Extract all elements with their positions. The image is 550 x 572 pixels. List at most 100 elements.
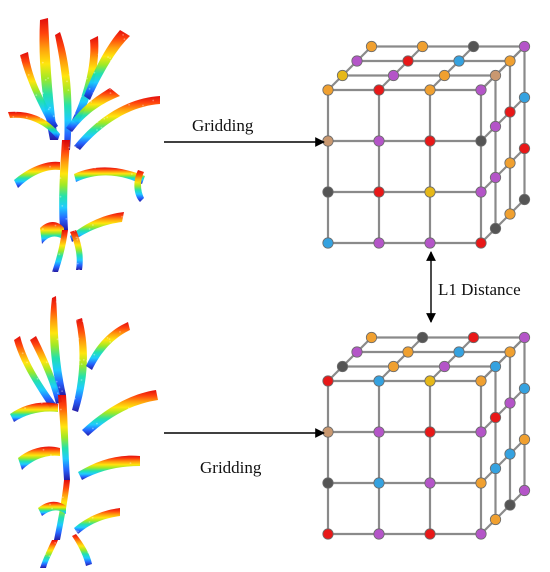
grid-node	[518, 193, 531, 206]
grid-node	[424, 528, 436, 540]
plant-leaf	[70, 212, 124, 242]
voxel-grid-cube-bottom	[322, 331, 531, 540]
plant-point-cloud-top	[7, 17, 160, 273]
grid-node	[373, 528, 385, 540]
plant-leaf	[134, 170, 144, 202]
plant-leaf	[59, 140, 70, 230]
grid-node	[504, 106, 516, 118]
grid-node	[504, 157, 516, 169]
arrows	[164, 137, 436, 438]
grid-node	[373, 135, 385, 147]
plant-leaf	[10, 402, 58, 422]
grid-node	[489, 462, 502, 475]
grid-node	[453, 55, 465, 67]
grid-node	[518, 382, 531, 395]
grid-node	[518, 433, 531, 446]
grid-node	[518, 484, 531, 497]
grid-node	[322, 186, 334, 198]
grid-node	[373, 237, 385, 249]
grid-node	[373, 375, 385, 387]
grid-node	[322, 477, 334, 489]
grid-node	[424, 135, 436, 147]
grid-node	[475, 135, 487, 147]
plant-leaf	[74, 167, 145, 184]
grid-node	[365, 40, 378, 53]
plant-leaf	[14, 161, 60, 188]
plant-leaf	[72, 534, 92, 566]
plant-leaf	[52, 230, 68, 272]
grid-node	[424, 84, 436, 96]
grid-node	[504, 346, 516, 358]
grid-node	[467, 331, 480, 344]
plant-leaf	[38, 501, 66, 516]
grid-node	[518, 331, 531, 344]
plant-leaf	[20, 52, 58, 130]
grid-node	[518, 142, 531, 155]
plant-leaf	[30, 336, 62, 404]
grid-node	[373, 84, 385, 96]
plant-leaf	[74, 508, 120, 534]
grid-node	[402, 346, 414, 358]
plant-leaf	[55, 32, 72, 150]
grid-node	[453, 346, 465, 358]
plant-leaf	[78, 455, 140, 480]
plant-point-cloud-bottom	[9, 295, 158, 569]
gridding-label-bottom: Gridding	[200, 458, 262, 477]
grid-node	[373, 186, 385, 198]
grid-node	[475, 375, 487, 387]
plant-leaf	[18, 446, 60, 470]
plant-leaf	[74, 96, 160, 150]
grid-node	[438, 69, 451, 82]
plant-leaf	[14, 336, 56, 408]
grid-node	[475, 186, 487, 198]
grid-node	[518, 40, 531, 53]
grid-node	[322, 237, 334, 249]
grid-node	[489, 69, 502, 82]
plant-leaf	[72, 318, 87, 412]
plant-leaf	[40, 222, 64, 244]
grid-node	[336, 360, 349, 373]
grid-node	[489, 513, 502, 526]
plant-leaf	[72, 36, 99, 124]
grid-node	[504, 55, 516, 67]
grid-node	[467, 40, 480, 53]
grid-node	[475, 84, 487, 96]
plant-leaf	[8, 111, 60, 140]
grid-node	[365, 331, 378, 344]
grid-node	[504, 448, 516, 460]
plant-leaf	[70, 230, 83, 270]
grid-node	[475, 426, 487, 438]
gridding-label-top: Gridding	[192, 116, 254, 135]
plant-leaf	[84, 30, 130, 100]
grid-node	[489, 360, 502, 373]
grid-node	[387, 360, 400, 373]
grid-node	[504, 397, 516, 409]
grid-node	[424, 186, 436, 198]
grid-node	[489, 171, 502, 184]
grid-node	[504, 208, 516, 220]
grid-node	[322, 426, 334, 438]
grid-node	[475, 477, 487, 489]
grid-node	[351, 346, 363, 358]
grid-node	[489, 120, 502, 133]
grid-node	[373, 477, 385, 489]
grid-node	[424, 237, 436, 249]
grid-node	[438, 360, 451, 373]
grid-node	[424, 375, 436, 387]
grid-node	[475, 528, 487, 540]
grid-node	[489, 222, 502, 235]
grid-node	[322, 135, 334, 147]
grid-node	[402, 55, 414, 67]
plant-leaf	[39, 18, 58, 140]
grid-node	[416, 40, 429, 53]
plant-leaf	[58, 395, 70, 480]
plant-leaf	[40, 540, 58, 568]
grid-node	[416, 331, 429, 344]
plant-leaf	[50, 296, 66, 395]
grid-node	[475, 237, 487, 249]
grid-node	[518, 91, 531, 104]
plant-leaf	[86, 322, 130, 370]
grid-node	[504, 499, 516, 511]
